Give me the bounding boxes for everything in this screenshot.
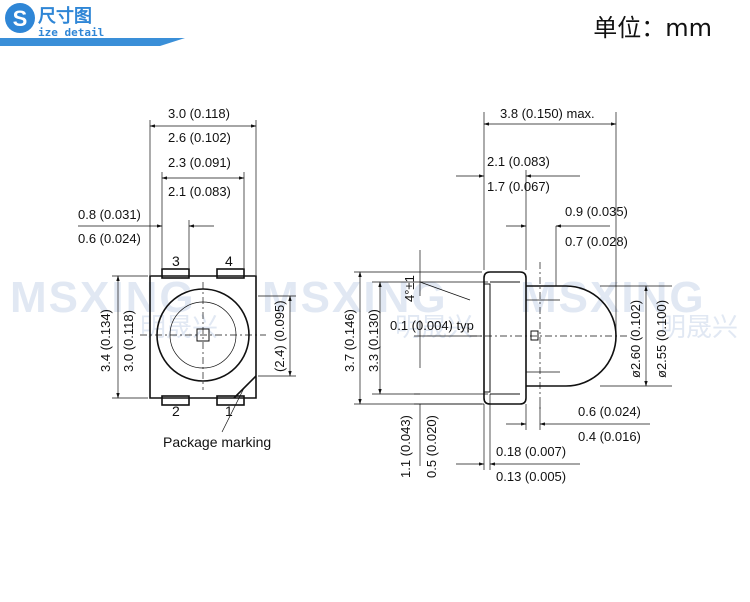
pin-label-3: 3 <box>172 253 180 269</box>
side-dim-diameter-min: ø2.55 (0.100) <box>654 300 669 378</box>
watermark: MSXING MSXING MSXING 明晟兴 明晟兴 明晟兴 <box>10 273 738 343</box>
unit-label: 单位：mm <box>593 14 712 42</box>
front-dim-pad-width-min: 0.6 (0.024) <box>78 231 141 246</box>
front-dim-ref: (2.4) (0.095) <box>272 300 287 372</box>
front-view: 3 4 2 1 3.0 (0.118) 2.6 (0.102) 2.3 (0.0… <box>78 106 296 450</box>
side-dim-lens-min: 0.7 (0.028) <box>565 234 628 249</box>
side-view: 3.8 (0.150) max. 2.1 (0.083) 1.7 (0.067)… <box>342 106 672 484</box>
side-dim-length-max: 3.8 (0.150) max. <box>500 106 595 121</box>
side-dim-lead-height-max: 1.1 (0.043) <box>398 415 413 478</box>
front-dim-pad-span-max: 2.3 (0.091) <box>168 155 231 170</box>
watermark-cn-center: 明晟兴 <box>395 313 473 343</box>
side-dim-thick-max: 0.18 (0.007) <box>496 444 566 459</box>
pin-label-1: 1 <box>225 403 233 419</box>
front-dim-width-max: 3.0 (0.118) <box>168 106 230 121</box>
front-dim-pad-width-max: 0.8 (0.031) <box>78 207 141 222</box>
side-dim-diameter-max: ø2.60 (0.102) <box>628 300 643 378</box>
side-dim-thick-min: 0.13 (0.005) <box>496 469 566 484</box>
front-dim-pad-span-min: 2.1 (0.083) <box>168 184 231 199</box>
logo-letter: S <box>13 6 28 31</box>
front-dim-width-min: 2.6 (0.102) <box>168 130 231 145</box>
side-dim-offset: 0.1 (0.004) typ <box>390 318 474 333</box>
watermark-cn-right: 明晟兴 <box>660 313 738 343</box>
pad-1 <box>216 395 245 406</box>
watermark-cn-left: 明晟兴 <box>140 313 218 343</box>
front-dim-height-max: 3.4 (0.134) <box>98 309 113 372</box>
side-dim-height-max: 3.7 (0.146) <box>342 309 357 372</box>
side-dim-body-max: 2.1 (0.083) <box>487 154 550 169</box>
size-detail-logo: S 尺寸图 ize detail <box>0 3 185 46</box>
header: S 尺寸图 ize detail 单位：mm <box>0 0 750 50</box>
side-dim-body-min: 1.7 (0.067) <box>487 179 550 194</box>
watermark-text-center: MSXING <box>262 273 448 322</box>
side-dim-lens-max: 0.9 (0.035) <box>565 204 628 219</box>
pin-label-2: 2 <box>172 403 180 419</box>
pad-4 <box>216 268 245 279</box>
logo-subtitle: ize detail <box>38 26 104 39</box>
side-dim-lead-min: 0.4 (0.016) <box>578 429 641 444</box>
package-marking-chamfer <box>233 375 257 399</box>
side-dim-lead-max: 0.6 (0.024) <box>578 404 641 419</box>
pad-2 <box>161 395 190 406</box>
package-marking-label: Package marking <box>163 434 271 450</box>
logo-title: 尺寸图 <box>38 5 92 27</box>
pin-label-4: 4 <box>225 253 233 269</box>
side-dim-angle: 4°±1 <box>402 275 417 302</box>
pad-3 <box>161 268 190 279</box>
front-package-body <box>149 275 257 399</box>
side-package-body <box>483 271 527 405</box>
watermark-text-left: MSXING <box>10 273 196 322</box>
side-dim-height-min: 3.3 (0.130) <box>366 309 381 372</box>
front-dim-height-min: 3.0 (0.118) <box>121 310 136 372</box>
side-dim-lead-height-min: 0.5 (0.020) <box>424 415 439 478</box>
